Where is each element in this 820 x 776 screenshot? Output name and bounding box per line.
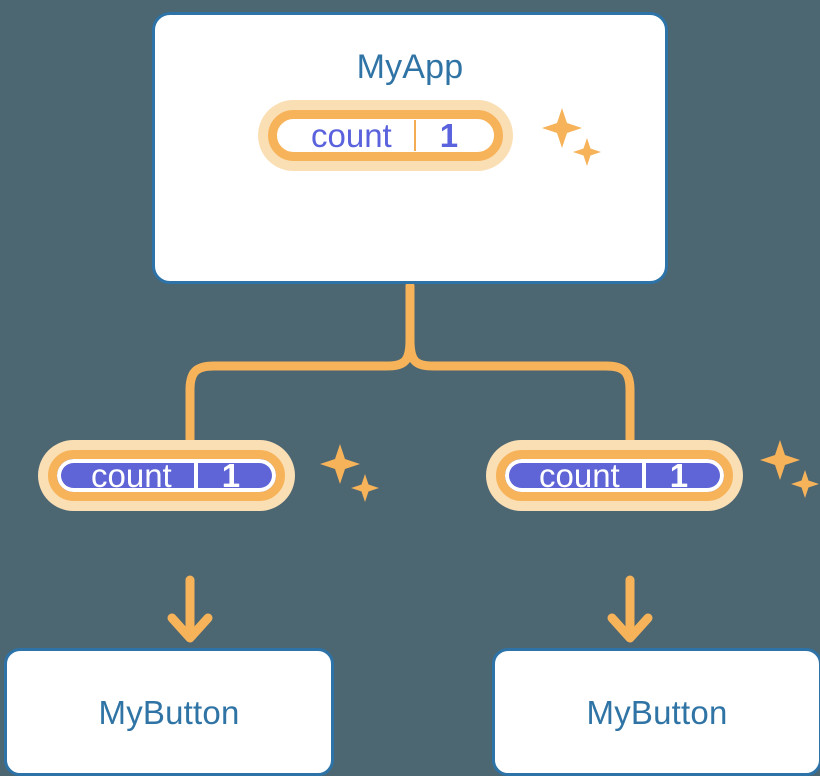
state-key-label: count <box>91 457 172 494</box>
state-divider <box>413 120 416 151</box>
component-card-mybutton-left[interactable]: MyButton <box>4 648 334 776</box>
connector-branch-left <box>185 335 415 455</box>
card-title-myapp: MyApp <box>356 48 464 86</box>
connector-branch-right <box>405 335 635 455</box>
state-value-label: 1 <box>439 117 459 154</box>
state-divider <box>193 459 198 492</box>
state-value-label: 1 <box>669 457 689 494</box>
arrow-head-right <box>607 613 653 643</box>
arrow-head-left <box>167 613 213 643</box>
state-value-label: 1 <box>221 457 241 494</box>
state-pill-myapp[interactable]: count 1 <box>268 110 504 161</box>
component-card-mybutton-right[interactable]: MyButton <box>492 648 820 776</box>
state-key-label: count <box>539 457 620 494</box>
state-pill-mybutton-right[interactable]: count 1 <box>496 450 734 501</box>
state-key-label: count <box>311 117 392 154</box>
card-title-mybutton: MyButton <box>586 693 728 731</box>
state-pill-mybutton-left[interactable]: count 1 <box>48 450 286 501</box>
card-title-mybutton: MyButton <box>98 693 240 731</box>
state-divider <box>641 459 646 492</box>
